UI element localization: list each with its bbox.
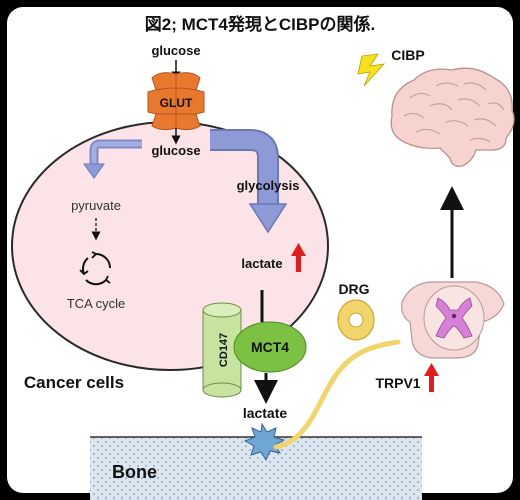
glucose-inside-label: glucose (151, 143, 200, 158)
cibp-label: CIBP (391, 47, 424, 63)
glycolysis-label: glycolysis (237, 178, 300, 193)
pyruvate-pathway-arrow (83, 139, 142, 179)
lactate-outside-label: lactate (243, 405, 288, 421)
cancer-cells-label: Cancer cells (24, 373, 124, 392)
trpv1-up-arrow-icon (424, 363, 439, 392)
up-arrow-icon (291, 243, 306, 272)
glut-label: GLUT (160, 96, 193, 110)
trpv1-label: TRPV1 (375, 375, 420, 391)
nerve-fiber (273, 339, 401, 450)
cycle-icon (79, 251, 111, 286)
mct4-label: MCT4 (251, 339, 289, 355)
lightning-icon (357, 53, 386, 87)
spinal-cord-icon (401, 281, 505, 359)
mct4-transporter (233, 321, 307, 373)
pyruvate-label: pyruvate (71, 198, 121, 213)
brain-icon (390, 67, 515, 167)
lactate-inside-label: lactate (241, 256, 282, 271)
bone-label: Bone (112, 462, 157, 482)
drg-ganglion-icon (337, 299, 375, 341)
page-title: 図2; MCT4発現とCIBPの関係. (145, 14, 375, 34)
starburst-icon (243, 422, 286, 462)
glucose-outside-label: glucose (151, 43, 200, 58)
drg-label: DRG (338, 281, 369, 297)
glut-transporter (147, 72, 205, 131)
glycolysis-arrow (210, 129, 288, 234)
cd147-label: CD147 (218, 333, 230, 367)
tca-cycle-label: TCA cycle (67, 296, 126, 311)
